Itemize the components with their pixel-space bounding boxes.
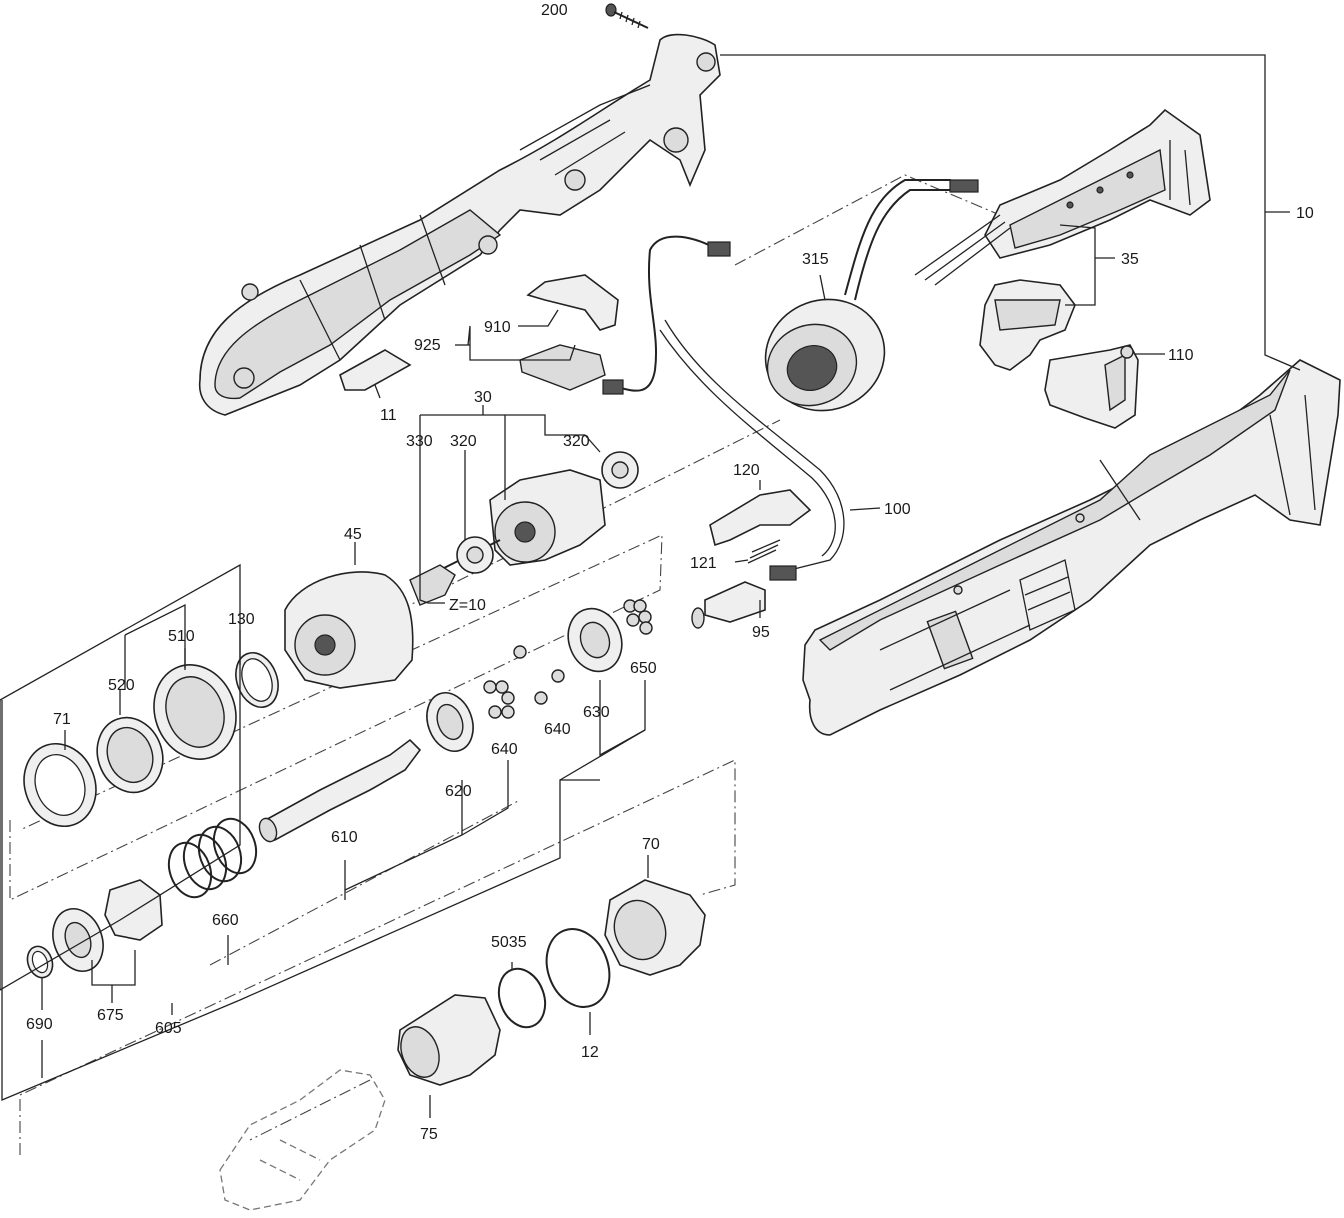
label-675: 675 [97,1007,124,1024]
label-121: 121 [690,555,717,572]
label-620: 620 [445,783,472,800]
screw-icon [605,3,649,29]
label-650: 650 [630,660,657,677]
label-320-b: 320 [563,433,590,450]
bearing-icon [409,451,639,606]
label-130: 130 [228,611,255,628]
label-11: 11 [380,407,397,424]
spindle-icon [258,738,422,843]
ring-icon [23,652,279,828]
label-12: 12 [581,1044,599,1061]
label-120: 120 [733,462,760,479]
clutch-parts [26,879,163,979]
label-690: 690 [26,1016,53,1033]
label-95: 95 [752,624,770,641]
housing-shell-right [802,359,1341,736]
label-200: 200 [541,2,568,19]
lock-parts [691,489,812,629]
cover-parts [339,274,619,391]
label-70: 70 [642,836,660,853]
label-510: 510 [168,628,195,645]
trigger-switch [1044,344,1139,429]
housing-half-left [198,33,721,416]
ghost-assembly [219,1069,386,1211]
label-605: 605 [155,1020,182,1037]
label-910: 910 [484,319,511,336]
label-520: 520 [108,677,135,694]
switch-module [979,279,1076,371]
label-110: 110 [1168,347,1194,364]
label-75: 75 [420,1126,438,1143]
electronics-board [914,108,1211,286]
label-660: 660 [212,912,239,929]
rotor-icon [439,469,606,571]
label-630: 630 [583,704,610,721]
label-z10: Z=10 [449,597,486,614]
label-71: 71 [53,711,71,728]
label-45: 45 [344,526,362,543]
spring-icon [167,817,258,899]
part-labels: 200 10 35 315 110 910 925 11 30 330 320 … [26,2,1314,1143]
gear-head [604,879,706,976]
label-10: 10 [1296,205,1314,222]
label-640-b: 640 [491,741,518,758]
label-925: 925 [414,337,441,354]
label-315: 315 [802,251,829,268]
label-320-a: 320 [450,433,477,450]
label-100: 100 [884,501,911,518]
label-330: 330 [406,433,433,450]
sleeve [397,994,501,1086]
planet-gear-set [426,599,653,752]
label-640-a: 640 [544,721,571,738]
wire-harness [602,235,845,581]
gear-housing-icon [284,571,414,689]
label-610: 610 [331,829,358,846]
label-35: 35 [1121,251,1139,268]
label-5035: 5035 [491,934,527,951]
label-30: 30 [474,389,492,406]
motor-stator-icon [764,179,979,412]
leader-lines [0,54,1301,1118]
